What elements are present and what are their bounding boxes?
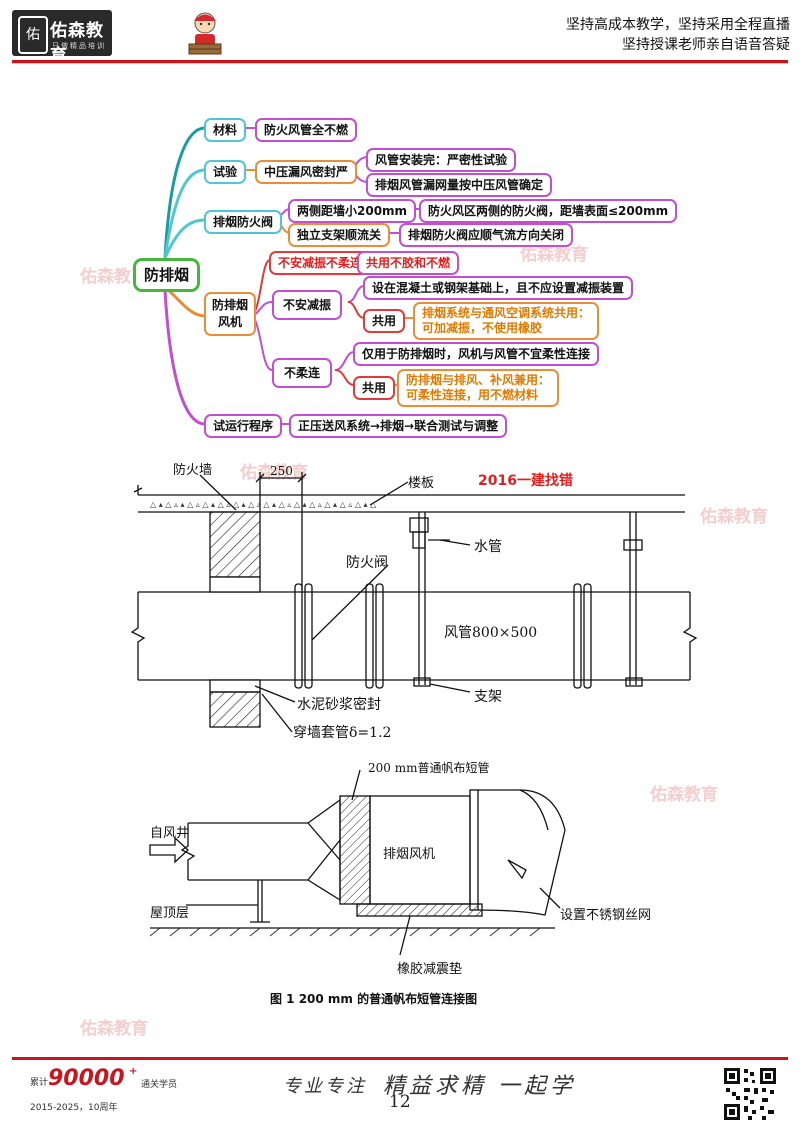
label-support: 支架	[474, 689, 502, 705]
header-divider	[12, 60, 788, 63]
label-roof-floor: 屋顶层	[150, 906, 190, 921]
mindmap-node-no-vibration-shared: 共用	[363, 309, 406, 333]
label-slab: 楼板	[408, 476, 435, 491]
mindmap-leaf-fan-summary: 共用不胶和不燃	[357, 251, 460, 275]
figure-canvas-connector	[149, 769, 566, 956]
mindmap-leaf-no-vibration: 设在混凝土或钢架基础上，且不应设置减振装置	[363, 276, 634, 300]
svg-text:△ ▴ △ ▵ ▴ △ ▵ △ ▴: △ ▴ △ ▵ ▴ △ ▵ △ ▴ △ ▵ △ ▴ △ ▵ △ ▴ △ ▵ △ …	[150, 500, 377, 509]
mindmap-leaf-test-1: 风管安装完：严密性试验	[366, 148, 517, 172]
mindmap-leaf-valve-a: 防火风区两侧的防火阀，距墙表面≤200mm	[419, 199, 678, 223]
mascot-icon	[188, 12, 222, 55]
shared-text-line: 排烟系统与通风空调系统共用：	[422, 306, 591, 320]
label-from-shaft: 自风井	[150, 826, 190, 841]
mindmap-leaf-trial: 正压送风系统→排烟→联合测试与调整	[289, 414, 508, 438]
watermark: 佑森教育	[80, 267, 148, 287]
watermark: 佑森教育	[80, 1019, 148, 1039]
header-divider-thin	[12, 63, 788, 64]
shared-text-line: 防排烟与排风、补风兼用：	[406, 373, 551, 387]
label-mortar-seal: 水泥砂浆密封	[297, 697, 381, 713]
mindmap-leaf-no-flex: 仅用于防排烟时，风机与风管不宜柔性连接	[353, 342, 600, 366]
figure-duct-firewall: △ ▴ △ ▵ ▴ △ ▵ △ ▴ △ ▵ △ ▴ △ ▵ △ ▴ △ ▵ △ …	[130, 472, 698, 733]
label-fire-valve: 防火阀	[346, 555, 388, 571]
mindmap-leaf-no-flex-shared: 防排烟与排风、补风兼用： 可柔性连接，用不燃材料	[397, 369, 560, 407]
label-steel-mesh: 设置不锈钢丝网	[560, 908, 652, 923]
label-duct: 风管800×500	[444, 625, 538, 641]
brand-logo: 佑 佑森教育 只做精品培训	[12, 10, 112, 66]
mindmap-node-no-flex-shared: 共用	[353, 376, 396, 400]
mindmap-leaf-no-vibration-shared: 排烟系统与通风空调系统共用： 可加减振，不使用橡胶	[413, 302, 600, 340]
footer-count: 90000	[48, 1066, 125, 1091]
shared-text-line: 可柔性连接，用不燃材料	[406, 388, 539, 402]
label-firewall: 防火墙	[173, 463, 213, 478]
mindmap-node-trial: 试运行程序	[204, 414, 283, 438]
label-water-pipe: 水管	[474, 539, 502, 555]
mindmap-node-material: 材料	[204, 118, 247, 142]
label-dimension: 250	[270, 464, 293, 478]
footer-count-plus: +	[129, 1066, 138, 1077]
mindmap-node-fan: 防排烟 风机	[204, 292, 257, 336]
mindmap-node-test: 试验	[204, 160, 247, 184]
mindmap-root: 防排烟	[133, 258, 201, 292]
label-rubber-pad: 橡胶减震垫	[397, 962, 463, 977]
footer-count-suffix: 通关学员	[141, 1080, 178, 1090]
shared-text-line: 可加减振，不使用橡胶	[422, 321, 543, 335]
mindmap-node-valve-b: 独立支架顺流关	[288, 223, 391, 247]
mindmap-node-fan-line2: 风机	[218, 315, 243, 329]
watermark: 佑森教育	[650, 785, 718, 805]
footer-signature-right: 精益求精 一起学	[383, 1074, 576, 1099]
footer-count-prefix: 累计	[30, 1078, 49, 1088]
qr-code-icon[interactable]	[722, 1066, 778, 1122]
footer-years: 2015-2025，10周年	[30, 1103, 118, 1113]
page-number: 12	[389, 1092, 411, 1112]
mindmap-leaf-valve-b: 排烟防火阀应顺气流方向关闭	[399, 223, 574, 247]
label-canvas-connector: 200 mm普通帆布短管	[368, 761, 490, 775]
label-exam-tag: 2016一建找错	[478, 473, 573, 489]
label-smoke-fan: 排烟风机	[383, 847, 436, 862]
mindmap-leaf-material: 防火风管全不燃	[255, 118, 358, 142]
watermark: 佑森教育	[520, 245, 588, 265]
mindmap-node-valve: 排烟防火阀	[204, 210, 283, 234]
figure-caption: 图 1 200 mm 的普通帆布短管连接图	[270, 992, 478, 1006]
mindmap-node-fan-line1: 防排烟	[212, 298, 249, 312]
label-wall-sleeve: 穿墙套管δ=1.2	[293, 725, 392, 741]
watermark: 佑森教育	[700, 507, 768, 527]
mindmap-node-no-vibration: 不安减振	[272, 290, 343, 320]
slogan-line-1: 坚持高成本教学，坚持采用全程直播	[566, 17, 790, 33]
footer-divider	[12, 1057, 788, 1060]
footer-signature-left: 专业专注	[283, 1076, 367, 1097]
mindmap-node-fan-summary: 不安减振不柔连	[269, 251, 372, 275]
logo-seal-icon: 佑	[18, 16, 48, 54]
slogan-line-2: 坚持授课老师亲自语音答疑	[622, 37, 790, 53]
mindmap-leaf-test-2: 排烟风管漏网量按中压风管确定	[366, 173, 553, 197]
mindmap-node-valve-a: 两侧距墙小200mm	[288, 199, 417, 223]
brand-subtitle: 只做精品培训	[52, 42, 106, 50]
mindmap-node-test-mid: 中压漏风密封严	[255, 160, 358, 184]
mindmap-node-no-flex: 不柔连	[272, 358, 333, 388]
